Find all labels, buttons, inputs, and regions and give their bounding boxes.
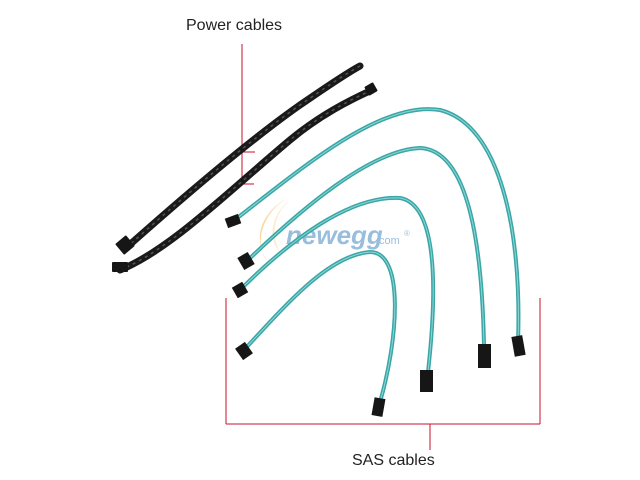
sas-connector: [237, 251, 255, 271]
power-cable-2: [112, 82, 378, 274]
sas-cable-3: [231, 195, 436, 392]
power-cable-1: [115, 62, 364, 255]
sas-connector: [235, 341, 253, 361]
sas-connector: [231, 281, 249, 299]
sas-cables-bracket: [225, 298, 541, 450]
watermark-mark: ®: [404, 229, 410, 238]
sas-cable-1: [224, 107, 526, 357]
sas-connector: [224, 213, 242, 229]
power-connector: [364, 82, 378, 96]
sas-cable-4: [235, 249, 397, 417]
sas-connector: [420, 370, 433, 392]
sas-connector: [478, 344, 491, 368]
power-connector: [112, 262, 128, 272]
power-cables-label: Power cables: [186, 17, 283, 34]
watermark-suffix: .com: [376, 235, 400, 247]
sas-connector: [511, 335, 526, 357]
power-connector: [115, 235, 135, 255]
power-cable-pointer: [234, 44, 255, 185]
sas-connector: [371, 397, 386, 417]
sas-cables-label: SAS cables: [352, 452, 435, 469]
sas-cable-2: [237, 145, 491, 368]
